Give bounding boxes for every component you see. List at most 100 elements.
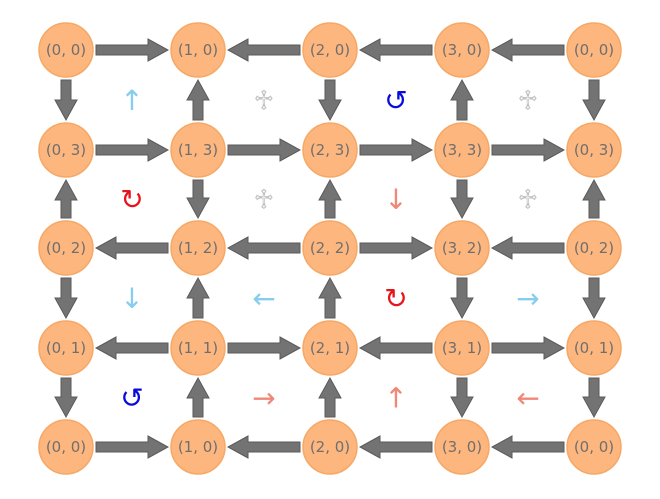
edge-arrow-right [227,138,302,162]
cell-symbol: → [516,282,539,315]
node-circle [434,220,490,276]
grid-node: (0, 1) [38,320,94,376]
grid-node: (3, 0) [434,22,490,78]
node-circle [302,122,358,178]
node-circle [302,220,358,276]
node-label: (1, 0) [178,41,218,59]
edge-arrow-up [318,178,342,219]
cell-symbol: ↑ [384,382,407,415]
node-label: (0, 2) [574,239,614,257]
node-label: (3, 3) [442,141,482,159]
node-circle [566,22,622,78]
edge-arrow-down [318,79,342,122]
grid-node: (2, 3) [302,122,358,178]
edge-arrow-right [95,38,170,62]
grid-node: (0, 3) [38,122,94,178]
node-label: (0, 1) [574,339,614,357]
edge-arrow-right [359,138,434,162]
edge-arrow-down [582,277,606,320]
node-label: (2, 0) [310,438,350,456]
cell-symbol: ↺ [384,84,407,117]
edge-arrow-left [490,38,565,62]
node-circle [566,419,622,475]
grid-node: (2, 0) [302,22,358,78]
node-label: (0, 3) [46,141,86,159]
nodes-layer: (0, 0) (1, 0) (2, 0) (3, 0) (0, 0) (0, 3) (1, … [38,22,622,475]
grid-node: (3, 0) [434,419,490,475]
cell-symbol: ♱ [253,84,274,117]
node-circle [434,419,490,475]
grid-node: (2, 2) [302,220,358,276]
edge-arrow-left [226,435,301,459]
node-circle [566,220,622,276]
edge-arrow-right [227,336,302,360]
node-circle [170,320,226,376]
edge-arrow-right [359,236,434,260]
grid-node: (0, 1) [566,320,622,376]
node-label: (3, 2) [442,239,482,257]
grid-node: (0, 2) [566,220,622,276]
node-circle [38,22,94,78]
grid-node: (0, 0) [38,419,94,475]
node-label: (2, 3) [310,141,350,159]
node-label: (0, 0) [574,41,614,59]
cell-symbol: ↻ [384,282,407,315]
node-label: (0, 1) [46,339,86,357]
cell-symbol: ← [252,282,275,315]
node-circle [434,22,490,78]
edge-arrow-down [54,277,78,320]
cell-symbol: ← [516,382,539,415]
node-label: (0, 2) [46,239,86,257]
grid-node: (0, 0) [566,419,622,475]
node-label: (2, 0) [310,41,350,59]
edge-arrow-left [358,38,433,62]
edge-arrow-down [450,377,474,419]
edge-arrow-up [450,78,474,121]
node-label: (1, 3) [178,141,218,159]
grid-node: (0, 2) [38,220,94,276]
edge-arrow-down [54,79,78,122]
cell-symbol: → [252,382,275,415]
cell-symbol: ↓ [384,183,407,216]
edge-arrow-down [54,377,78,419]
edge-arrow-up [186,78,210,121]
edge-arrow-left [94,236,169,260]
node-label: (0, 0) [574,438,614,456]
edge-arrow-right [491,138,566,162]
edge-arrow-left [358,336,433,360]
edge-arrow-right [491,336,566,360]
edge-arrow-right [95,138,170,162]
edge-arrow-down [582,377,606,419]
node-circle [170,419,226,475]
node-circle [38,122,94,178]
grid-node: (1, 0) [170,419,226,475]
edge-arrow-left [358,435,433,459]
edges-layer [54,38,606,459]
grid-node: (1, 3) [170,122,226,178]
edge-arrow-up [318,276,342,319]
node-circle [566,122,622,178]
cell-symbol: ↻ [120,183,143,216]
cell-symbol: ↺ [120,382,143,415]
node-label: (0, 0) [46,41,86,59]
cells-layer: ↑♱↺♱↻♱↓♱↓←↻→↺→↑← [120,84,539,415]
edge-arrow-up [582,178,606,219]
grid-node: (0, 0) [566,22,622,78]
edge-arrow-up [186,276,210,319]
cell-symbol: ♱ [517,183,538,216]
node-label: (2, 2) [310,239,350,257]
grid-node: (3, 2) [434,220,490,276]
node-circle [566,320,622,376]
node-label: (3, 1) [442,339,482,357]
cell-symbol: ♱ [253,183,274,216]
edge-arrow-up [318,376,342,418]
grid-node: (3, 1) [434,320,490,376]
edge-arrow-down [186,179,210,220]
cell-symbol: ↑ [120,84,143,117]
grid-node: (1, 0) [170,22,226,78]
node-circle [302,22,358,78]
node-circle [170,220,226,276]
edge-arrow-up [186,376,210,418]
cell-symbol: ♱ [517,84,538,117]
